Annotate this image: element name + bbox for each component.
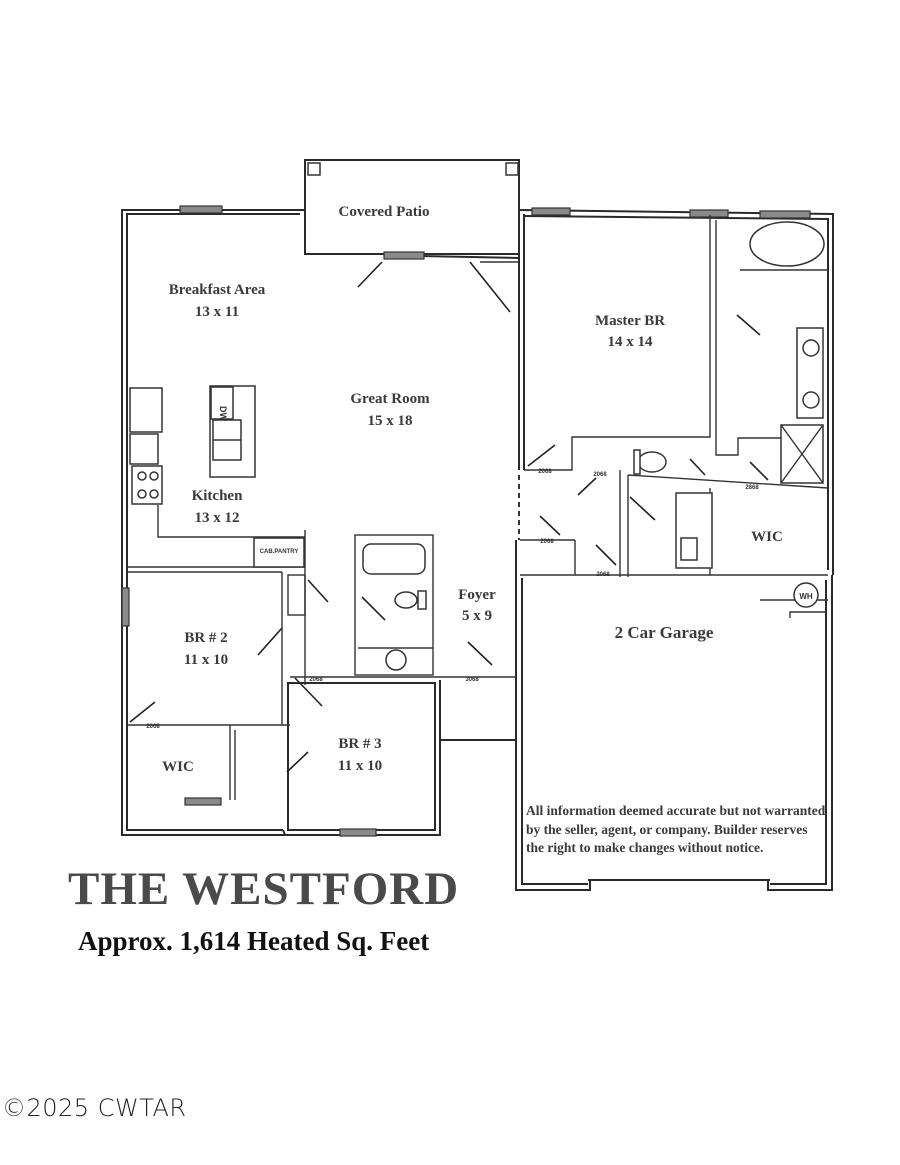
windows — [121, 205, 811, 837]
svg-text:2068: 2068 — [596, 572, 610, 578]
foyer-label: Foyer — [458, 587, 496, 603]
br2-wic-label: WIC — [162, 759, 194, 775]
interior-walls — [127, 215, 829, 800]
door-codes: 2068 2068 2068 2068 2868 2068 3068 2068 … — [146, 469, 759, 730]
svg-text:2068: 2068 — [309, 677, 323, 683]
garage-label: 2 Car Garage — [615, 623, 714, 642]
svg-text:2068: 2068 — [146, 724, 160, 730]
water-heater-icon: WH — [799, 592, 813, 601]
kitchen-size: 13 x 12 — [195, 510, 240, 526]
svg-text:2868: 2868 — [745, 485, 759, 491]
great-room-label: Great Room — [350, 391, 430, 407]
br2-label: BR # 2 — [184, 630, 227, 646]
room-labels: Covered Patio Breakfast Area 13 x 11 Gre… — [162, 204, 813, 775]
br2-size: 11 x 10 — [184, 652, 228, 668]
copyright-watermark: ©2025 CWTAR — [2, 1094, 187, 1122]
plan-title: THE WESTFORD — [68, 863, 460, 915]
covered-patio-label: Covered Patio — [339, 204, 430, 220]
br3-size: 11 x 10 — [338, 758, 382, 774]
master-wic-label: WIC — [751, 529, 783, 545]
disclaimer-note: All information deemed accurate but not … — [526, 803, 826, 855]
foyer-size: 5 x 9 — [462, 608, 492, 624]
svg-text:2068: 2068 — [538, 469, 552, 475]
fixtures — [129, 221, 826, 671]
svg-text:3068: 3068 — [465, 677, 479, 683]
heated-area: Approx. 1,614 Heated Sq. Feet — [78, 926, 430, 956]
master-br-label: Master BR — [595, 313, 665, 329]
dishwasher-icon: DW — [218, 406, 228, 421]
great-room-size: 15 x 18 — [368, 413, 413, 429]
br3-label: BR # 3 — [338, 736, 381, 752]
door-swings — [129, 261, 769, 773]
svg-text:2068: 2068 — [593, 472, 607, 478]
breakfast-area-size: 13 x 11 — [195, 304, 239, 320]
kitchen-label: Kitchen — [192, 488, 243, 504]
master-br-size: 14 x 14 — [608, 334, 654, 350]
breakfast-area-label: Breakfast Area — [169, 282, 266, 298]
svg-text:2068: 2068 — [540, 539, 554, 545]
range-icon — [131, 465, 163, 505]
svg-text:CAB.PANTRY: CAB.PANTRY — [260, 549, 299, 555]
